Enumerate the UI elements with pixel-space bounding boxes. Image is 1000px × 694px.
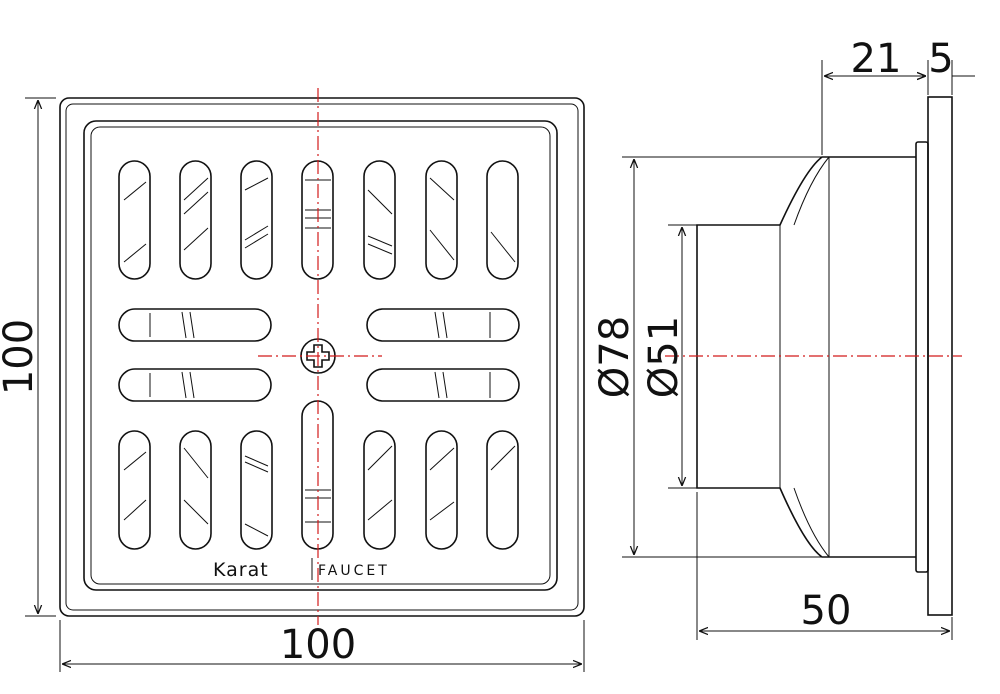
depth-dimension: 50 [696,492,953,640]
outer-diameter-dimension: Ø78 [592,156,822,558]
flange-thickness-label: 5 [928,36,953,82]
slot [240,160,273,280]
slot-reflections [123,177,516,537]
slot-row-bottom [118,400,519,550]
slot [118,430,151,550]
slot [486,430,519,550]
brand-name: Karat [213,559,269,581]
slot [366,368,520,402]
slot [366,308,520,342]
body-taper-edge [793,156,830,558]
width-dimension: 100 [59,620,585,672]
flange-ring [915,141,929,573]
outer-frame [59,97,585,617]
grate-plate [83,120,558,591]
slot [118,368,272,402]
slot [363,160,396,280]
brand-logo: Karat FAUCET [213,558,390,581]
grate-plate-edge [90,126,551,585]
height-dimension: 100 [0,97,56,617]
height-label: 100 [0,319,42,395]
front-view: Karat FAUCET 100 100 [0,88,585,672]
outer-body [696,156,916,558]
outer-frame-inner-edge [65,103,579,611]
depth-label: 50 [801,588,852,634]
width-label: 100 [280,622,356,668]
slot-row-horizontal [118,308,520,402]
body-length-label: 21 [851,36,902,82]
slot [486,160,519,280]
slot [118,308,272,342]
brand-suffix: FAUCET [318,563,390,579]
slot [425,160,458,280]
slot [363,430,396,550]
slot [179,160,212,280]
inner-diameter-label: Ø51 [641,316,687,398]
slot [179,430,212,550]
slot [118,160,151,280]
inner-diameter-dimension: Ø51 [641,224,697,489]
side-view: Ø78 Ø51 50 21 5 [592,36,975,640]
outer-diameter-label: Ø78 [592,316,638,398]
slot [240,430,273,550]
top-dimensions: 21 5 [821,36,975,155]
slot [425,430,458,550]
